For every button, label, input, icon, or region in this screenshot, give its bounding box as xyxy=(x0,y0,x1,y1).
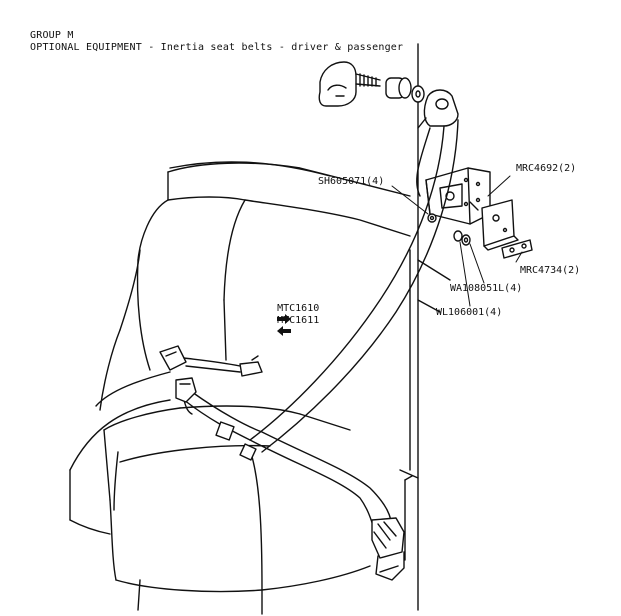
upper-pivot-bracket xyxy=(418,90,458,128)
buckle-tongue xyxy=(176,378,196,402)
diagram-title: OPTIONAL EQUIPMENT - Inertia seat belts … xyxy=(30,42,404,53)
callout-wa108051l: WA108051L(4) xyxy=(450,283,523,294)
lap-belt-webbing xyxy=(184,392,392,534)
inertia-reel xyxy=(426,168,490,224)
callout-mrc4692: MRC4692(2) xyxy=(516,163,577,174)
callout-wl106001: WL106001(4) xyxy=(436,307,503,318)
callout-sh605071: SH605071(4) xyxy=(318,176,385,187)
arrow-right-icon xyxy=(277,314,292,324)
tapped-plate xyxy=(502,240,532,258)
shoulder-belt-webbing xyxy=(250,120,458,452)
seat-cushion xyxy=(70,400,370,614)
callout-mtc1611-label: MTC1611 xyxy=(277,315,320,326)
stalk-buckle xyxy=(160,346,262,376)
screws-and-washers xyxy=(428,214,470,245)
upper-anchor-bolt xyxy=(319,62,424,106)
mounting-plate xyxy=(482,200,518,250)
group-label: GROUP M xyxy=(30,30,74,41)
callout-mrc4734: MRC4734(2) xyxy=(520,265,581,276)
leader-lines xyxy=(392,176,522,306)
callout-mtc1610: MTC1610 xyxy=(253,292,319,336)
seat-back xyxy=(96,162,410,410)
arrow-left-icon xyxy=(277,326,292,336)
callout-mtc1611: MTC1611 xyxy=(253,304,319,348)
b-pillar xyxy=(400,44,450,610)
lower-anchor xyxy=(372,518,404,580)
callout-mtc1610-label: MTC1610 xyxy=(277,303,320,314)
